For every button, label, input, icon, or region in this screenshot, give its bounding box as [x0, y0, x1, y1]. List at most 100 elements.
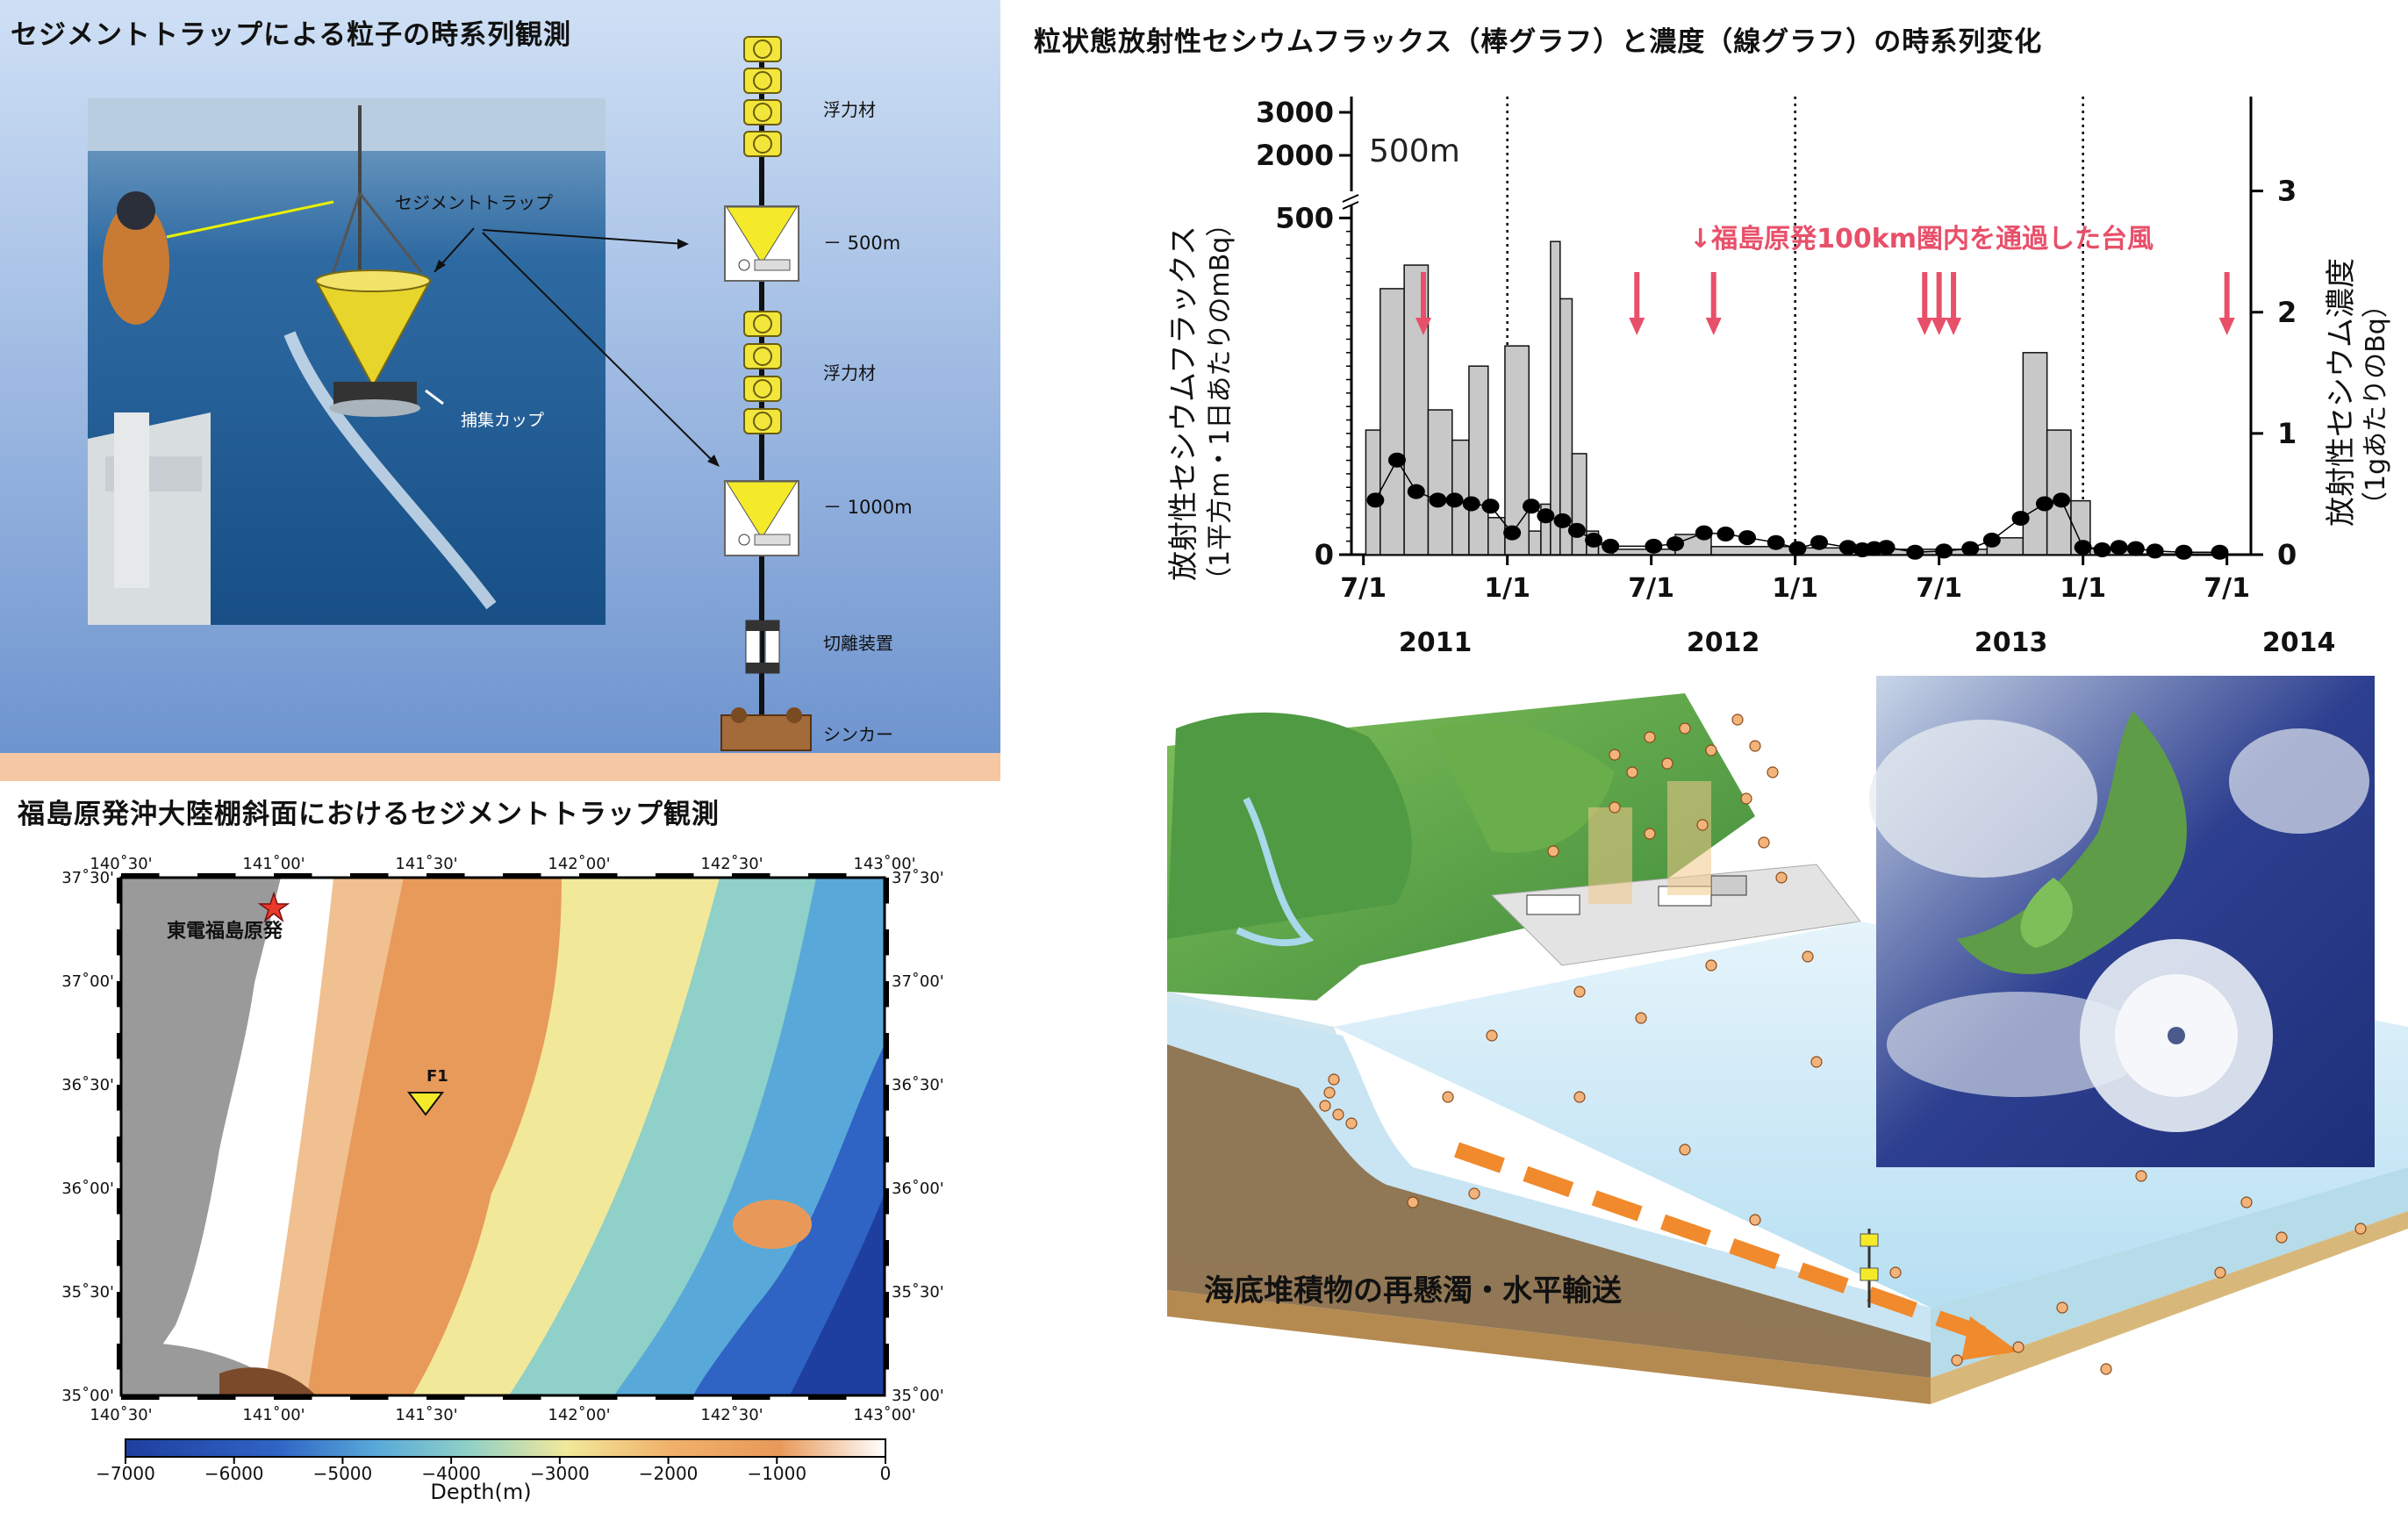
typhoon-arrowhead-icon	[1705, 318, 1722, 335]
particle	[2135, 1170, 2147, 1182]
particle	[1626, 766, 1638, 778]
particle	[1547, 845, 1559, 857]
trap-1000m	[724, 480, 799, 556]
sinker-weight	[720, 707, 812, 751]
buoyancy-floats-upper	[743, 36, 782, 157]
lat-tick-label-right: 35˚00'	[892, 1387, 944, 1405]
concentration-point	[1788, 541, 1807, 556]
panel-c-title: 粒状態放射性セシウムフラックス（棒グラフ）と濃度（線グラフ）の時系列変化	[1034, 26, 2043, 58]
particle	[1328, 1073, 1340, 1086]
flux-bar	[1528, 530, 1542, 556]
particle	[2100, 1363, 2112, 1375]
flux-bar	[1365, 429, 1381, 556]
particle	[1696, 819, 1709, 831]
particle	[1705, 959, 1717, 972]
typhoon-arrowhead-icon	[1946, 318, 1962, 335]
float-icon	[743, 311, 782, 337]
left-tick-label: 3000	[1256, 96, 1334, 129]
concentration-point	[2053, 492, 2071, 508]
flux-bar	[1571, 453, 1587, 556]
concentration-point	[2110, 540, 2128, 556]
concentration-point	[1503, 525, 1522, 541]
concentration-point	[1462, 496, 1480, 512]
lat-tick-label-right: 36˚30'	[892, 1076, 944, 1094]
lon-tick-label-bottom: 143˚00'	[853, 1406, 915, 1424]
particle	[2012, 1341, 2025, 1353]
particle	[1661, 757, 1673, 770]
caption-resuspension: 海底堆積物の再懸濁・水平輸送	[1204, 1273, 1622, 1309]
typhoon-arrowhead-icon	[1415, 318, 1431, 335]
x-tick-label: 7/1	[1340, 573, 1387, 604]
label-float-lower: 浮力材	[823, 362, 876, 384]
label-sinker: シンカー	[823, 724, 893, 745]
particle	[1679, 1144, 1691, 1156]
concentration-point	[1523, 498, 1540, 514]
typhoon-legend: ↓福島原発100km圏内を通過した台風	[1689, 224, 2154, 255]
left-axis-title-1: 放射性セシウムフラックス	[1166, 226, 1201, 581]
x-tick-label: 7/1	[1628, 573, 1674, 604]
flux-bar	[1710, 546, 1796, 556]
particle	[1573, 986, 1586, 998]
particle	[1442, 1091, 1454, 1103]
concentration-point	[2093, 541, 2111, 557]
particle	[2354, 1223, 2367, 1235]
x-tick-label: 1/1	[1772, 573, 1818, 604]
label-collection-cup: 捕集カップ	[461, 411, 544, 430]
particle	[1889, 1266, 1902, 1279]
particle	[1810, 1056, 1823, 1068]
colorbar-label: Depth(m)	[430, 1480, 531, 1504]
float-icon	[743, 36, 782, 62]
particle	[2056, 1301, 2068, 1314]
right-axis-title-1: 放射性セシウム濃度	[2324, 258, 2359, 527]
particle	[1758, 836, 1770, 849]
concentration-point	[1906, 544, 1924, 560]
particle	[1749, 740, 1761, 752]
concentration-point	[2035, 496, 2053, 512]
flux-bar	[2046, 429, 2072, 556]
colorbar-tick-label: −4000	[421, 1463, 481, 1484]
flux-bar	[1468, 365, 1489, 556]
particle	[1644, 828, 1656, 840]
concentration-point	[2074, 540, 2092, 556]
colorbar-tick-label: 0	[880, 1463, 892, 1484]
panel-map: 福島原発沖大陸棚斜面におけるセジメントトラップ観測	[0, 781, 1000, 1509]
lon-tick-label-top: 142˚30'	[700, 855, 763, 873]
typhoon-satellite-image	[1869, 676, 2375, 1167]
year-label: 2011	[1399, 627, 1473, 658]
label-release: 切離装置	[823, 633, 893, 654]
particle	[1609, 801, 1621, 814]
transport-arrowhead-icon	[1961, 1316, 2018, 1360]
seabed-strip	[0, 753, 1000, 781]
horizontal-transport-arrow	[1454, 1142, 1986, 1342]
flux-bar	[1380, 288, 1405, 556]
x-tick-label: 1/1	[1484, 573, 1530, 604]
concentration-point	[1877, 540, 1896, 556]
concentration-point	[1481, 498, 1500, 514]
particle	[1486, 1029, 1498, 1042]
particle	[1740, 792, 1752, 805]
year-label: 2013	[1974, 627, 2048, 658]
concentration-point	[1553, 513, 1572, 528]
typhoon-arrowhead-icon	[1917, 318, 1933, 335]
particle	[1802, 950, 1814, 963]
resuspension-diagram-svg: 海底堆積物の再懸濁・水平輸送	[1167, 676, 2408, 1404]
lon-tick-label-top: 141˚00'	[242, 855, 305, 873]
particle	[2240, 1196, 2253, 1208]
flux-bar	[1427, 409, 1453, 556]
particle	[1323, 1086, 1336, 1099]
depth-colorbar	[125, 1438, 886, 1458]
particle	[1573, 1091, 1586, 1103]
concentration-point	[1935, 543, 1953, 559]
deployment-photo	[88, 98, 606, 625]
concentration-point	[2011, 511, 2030, 527]
flux-bar	[1487, 517, 1506, 556]
float-icon	[743, 68, 782, 94]
left-tick-label: 2000	[1256, 139, 1334, 172]
year-label: 2014	[2262, 627, 2336, 658]
particle	[1407, 1196, 1419, 1208]
particle	[1767, 766, 1779, 778]
lat-tick-label-right: 35˚30'	[892, 1283, 944, 1301]
